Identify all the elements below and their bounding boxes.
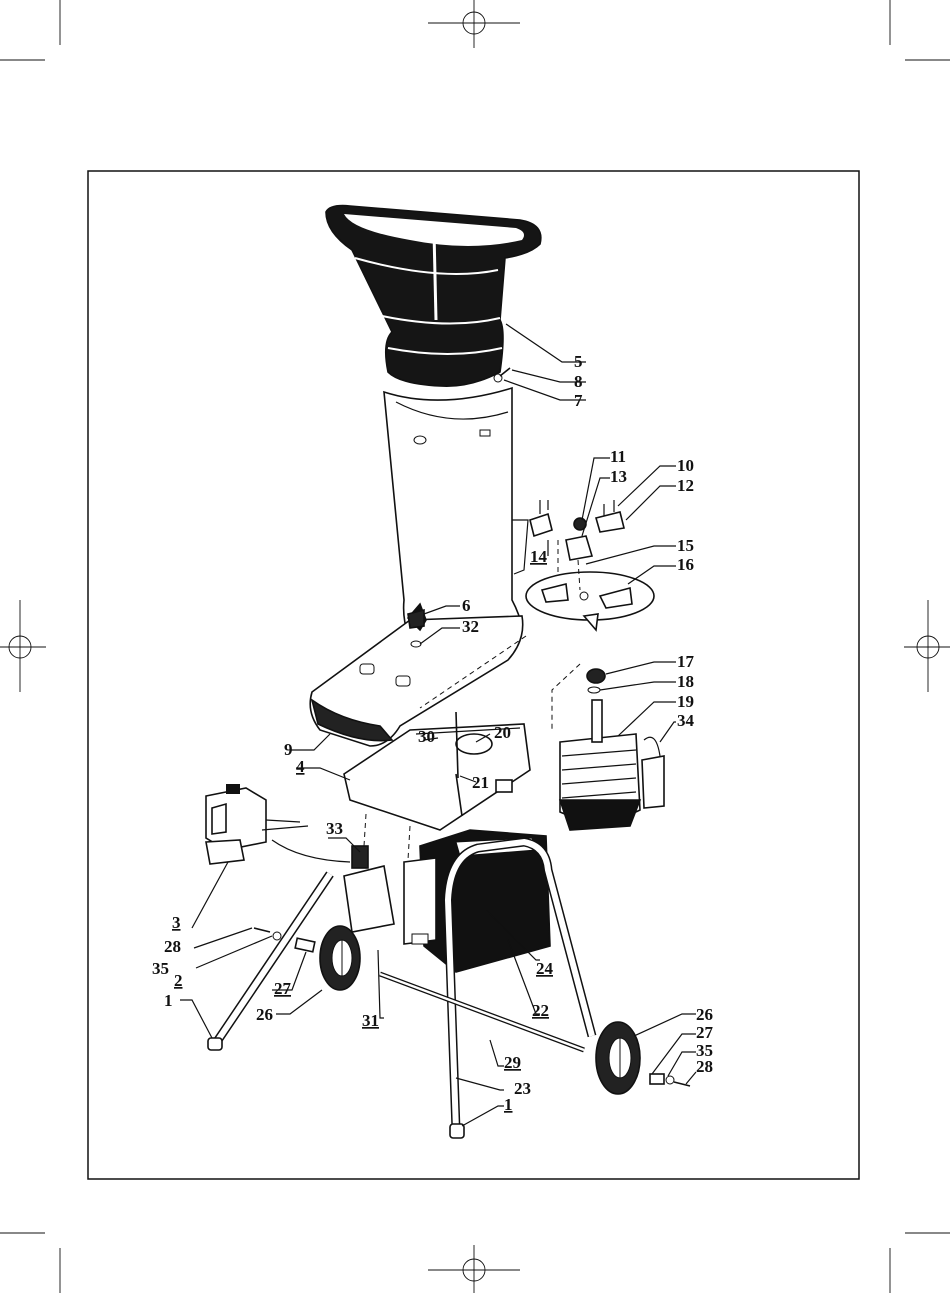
callout-31: 31 [362,1011,379,1030]
callout-3: 3 [172,913,181,932]
callout-22: 22 [532,1001,549,1020]
callout-28-left: 28 [164,937,181,956]
axle [380,974,584,1050]
wheel-left [320,926,360,990]
callout-9: 9 [284,740,293,759]
callout-13: 13 [610,467,627,486]
callout-17: 17 [677,652,695,671]
blade-disc [526,572,654,630]
callout-34: 34 [677,711,695,730]
callout-27-right: 27 [696,1023,714,1042]
callout-6: 6 [462,596,471,615]
callout-8: 8 [574,372,583,391]
registration-mark-right [904,600,950,692]
callout-12: 12 [677,476,694,495]
callout-1-left: 1 [164,991,173,1010]
callout-4: 4 [296,757,305,776]
callout-16: 16 [677,555,694,574]
callout-18: 18 [677,672,694,691]
callout-11: 11 [610,447,626,466]
callout-21: 21 [472,773,489,792]
callout-26-left: 26 [256,1005,273,1024]
callout-15: 15 [677,536,694,555]
callout-24: 24 [536,959,554,978]
registration-mark-left [0,600,46,692]
on-off-switch [206,784,308,864]
hardware-right [650,1074,690,1086]
callout-2: 2 [174,971,183,990]
callout-5: 5 [574,352,583,371]
feed-chute [384,388,528,640]
callout-23: 23 [514,1079,531,1098]
callout-10: 10 [677,456,694,475]
hopper-funnel [326,206,541,387]
electric-motor [560,669,664,830]
callout-27-left: 27 [274,979,292,998]
callout-30: 30 [418,727,435,746]
callout-7: 7 [574,391,583,410]
callout-28-right: 28 [696,1057,713,1076]
callout-33: 33 [326,819,343,838]
callout-26-right: 26 [696,1005,713,1024]
callout-20: 20 [494,723,511,742]
wheel-right [596,1022,640,1094]
callout-19: 19 [677,692,694,711]
callout-1-bottom: 1 [504,1095,513,1114]
registration-mark-bottom [428,1245,520,1293]
callout-32: 32 [462,617,479,636]
callout-14: 14 [530,547,548,566]
registration-mark-top [428,0,520,48]
callout-35-left: 35 [152,959,169,978]
callout-29: 29 [504,1053,521,1072]
